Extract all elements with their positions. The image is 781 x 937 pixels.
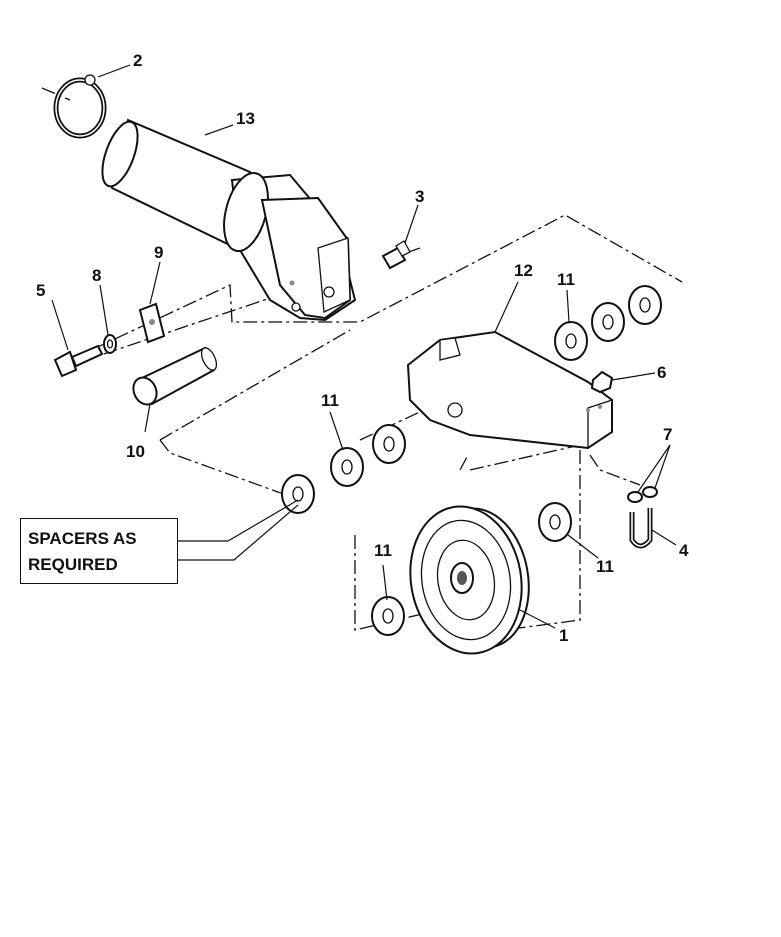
label-12: 12 <box>514 261 533 280</box>
label-3: 3 <box>415 187 424 206</box>
pulley-part <box>409 505 530 655</box>
label-13: 13 <box>236 109 255 128</box>
label-6: 6 <box>657 363 666 382</box>
washers <box>281 285 662 636</box>
leader-lines <box>51 64 677 629</box>
callout-line-1: SPACERS AS <box>28 529 137 548</box>
arm-part <box>101 118 357 322</box>
label-8: 8 <box>92 266 101 285</box>
label-11-mid: 11 <box>321 391 339 410</box>
nut-part <box>590 370 614 394</box>
label-4: 4 <box>679 541 689 560</box>
label-1: 1 <box>559 626 568 645</box>
label-2: 2 <box>133 51 142 70</box>
washer-mid-2 <box>330 447 364 487</box>
washer-top-2 <box>591 302 625 342</box>
washer-top-1 <box>554 321 588 361</box>
washer-left <box>371 596 405 636</box>
washer-top-3 <box>628 285 662 325</box>
grease-fitting-part <box>381 240 411 270</box>
washer-right <box>538 502 572 542</box>
snap-ring-part <box>53 74 107 139</box>
label-11-top: 11 <box>557 270 575 289</box>
label-10: 10 <box>126 442 145 461</box>
part-labels: 2 13 3 9 8 5 10 12 11 11 6 7 4 11 11 1 <box>36 51 689 645</box>
key-part <box>138 302 166 344</box>
label-9: 9 <box>154 243 163 262</box>
bolt-part <box>53 344 104 378</box>
lock-nuts-part <box>627 486 658 503</box>
callout-line-2: REQUIRED <box>28 555 118 574</box>
label-11-left: 11 <box>374 541 392 560</box>
u-bolt-part <box>629 508 653 549</box>
label-5: 5 <box>36 281 45 300</box>
label-11-right: 11 <box>596 557 614 576</box>
bracket-part <box>406 330 613 450</box>
washer-mid-1 <box>372 424 406 464</box>
pin-part <box>132 346 218 406</box>
label-7: 7 <box>663 425 672 444</box>
lock-washer-part <box>103 334 117 354</box>
washer-mid-3 <box>281 474 315 514</box>
spacers-callout: SPACERS AS REQUIRED <box>20 518 178 584</box>
